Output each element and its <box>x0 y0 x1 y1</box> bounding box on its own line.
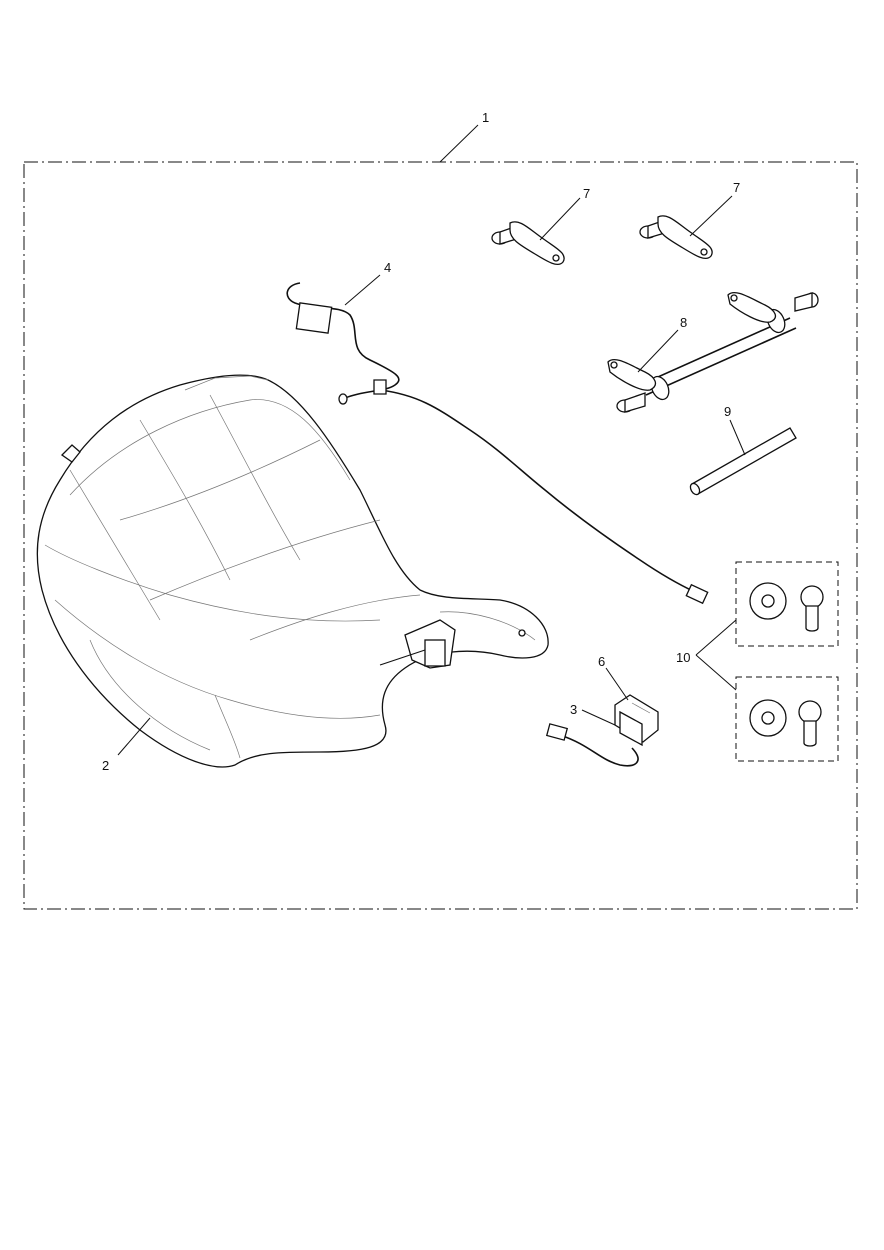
switch-part[interactable] <box>614 694 659 747</box>
callout-3: 3 <box>570 702 577 717</box>
fixing-kit-upper[interactable] <box>735 561 839 647</box>
callout-1: 1 <box>482 110 489 125</box>
leader-8 <box>637 329 679 373</box>
leader-1 <box>439 124 479 163</box>
leader-7b <box>689 195 733 237</box>
leader-4 <box>344 274 381 306</box>
leader-10b <box>695 654 737 691</box>
callout-10: 10 <box>676 650 690 665</box>
switch-lead-part[interactable] <box>545 723 639 767</box>
leader-10a <box>695 619 737 656</box>
leader-7a <box>539 197 581 241</box>
callout-7b: 7 <box>733 180 740 195</box>
seat-part[interactable] <box>36 374 549 768</box>
leader-9 <box>729 419 746 456</box>
callout-8: 8 <box>680 315 687 330</box>
callout-2: 2 <box>102 758 109 773</box>
bracket-part-left[interactable] <box>491 221 565 266</box>
wiring-harness-part[interactable] <box>286 282 709 605</box>
callout-6: 6 <box>598 654 605 669</box>
tube-part[interactable] <box>689 427 797 496</box>
leader-2 <box>117 717 151 756</box>
callout-9: 9 <box>724 404 731 419</box>
bracket-part-right[interactable] <box>639 215 713 260</box>
leader-6 <box>605 667 629 701</box>
callout-7a: 7 <box>583 186 590 201</box>
rod-assembly-part[interactable] <box>607 291 819 413</box>
fixing-kit-lower[interactable] <box>735 676 839 762</box>
leader-3 <box>581 709 616 726</box>
callout-4: 4 <box>384 260 391 275</box>
